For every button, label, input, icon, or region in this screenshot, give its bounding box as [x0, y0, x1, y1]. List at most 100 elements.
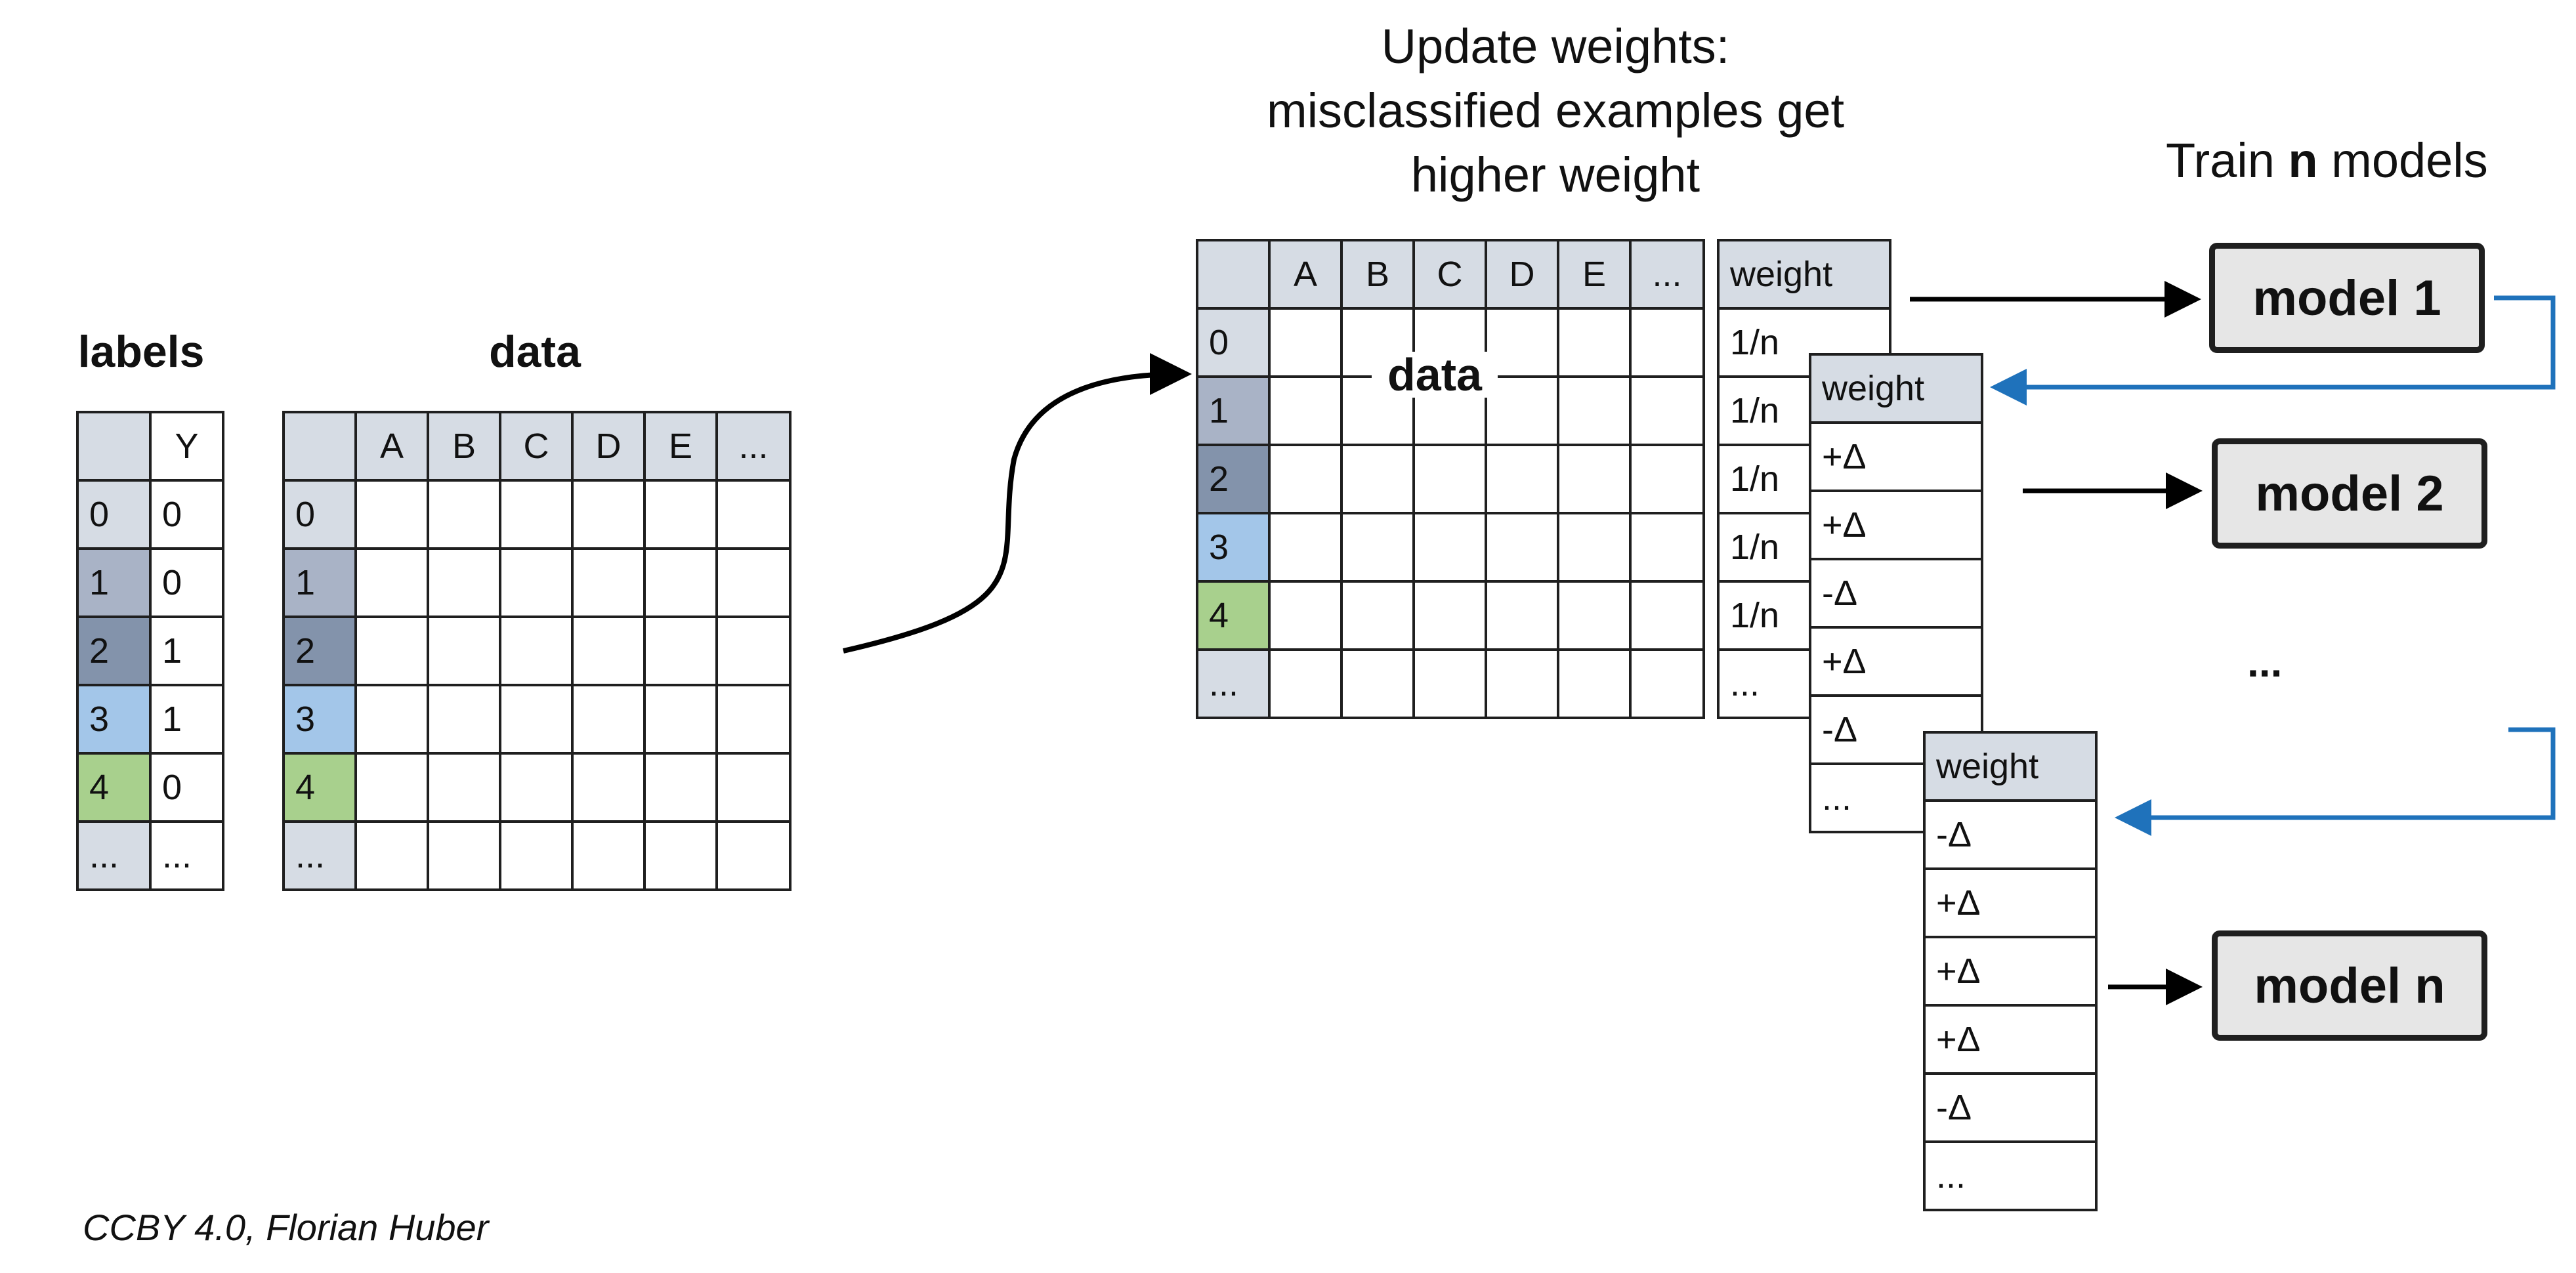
weighted-data-data-cell — [1557, 375, 1632, 446]
weighted-data-column-header: E — [1557, 239, 1632, 310]
model-1-box: model 1 — [2209, 243, 2485, 353]
labels-row: ...... — [76, 820, 224, 891]
labels-value-cell: 0 — [149, 752, 224, 823]
weighted-data-data-cell — [1629, 375, 1705, 446]
weight-3-value-cell: +Δ — [1923, 867, 2098, 938]
feedback-arrow-1 — [1990, 295, 2556, 406]
weighted-data-data-cell — [1340, 648, 1415, 719]
labels-value-cell: 0 — [149, 479, 224, 550]
weighted-data-data-cell — [1629, 512, 1705, 583]
data-table-data-cell — [643, 479, 718, 550]
data-table-index-cell: ... — [282, 820, 357, 891]
data-table-data-cell — [715, 479, 792, 550]
weight-3-row: +Δ — [1923, 1004, 2098, 1075]
labels-index-cell: 3 — [76, 684, 152, 755]
weighted-data-data-cell — [1412, 580, 1487, 651]
weighted-data-data-cell — [1340, 580, 1415, 651]
weighted-data-column-header: C — [1412, 239, 1487, 310]
update-weights-title-line2: misclassified examples get — [1266, 83, 1845, 138]
weighted-data-row: 3 — [1196, 512, 1705, 583]
weighted-data-data-cell — [1268, 648, 1343, 719]
labels-value-cell: 1 — [149, 616, 224, 686]
data-table-data-cell — [643, 616, 718, 686]
data-table-index-cell: 3 — [282, 684, 357, 755]
data-table-data-cell — [715, 820, 792, 891]
labels-index-cell: 0 — [76, 479, 152, 550]
data-table-data-cell — [715, 616, 792, 686]
weighted-data-data-cell — [1557, 580, 1632, 651]
weight-2-value-cell: +Δ — [1809, 421, 1983, 492]
data-overlay-label: data — [1372, 352, 1498, 398]
weighted-data-data-cell — [1412, 444, 1487, 514]
weighted-data-corner-cell — [1196, 239, 1271, 310]
labels-value-cell: ... — [149, 820, 224, 891]
labels-index-cell: 4 — [76, 752, 152, 823]
weighted-data-data-cell — [1485, 444, 1559, 514]
update-weights-title: Update weights: misclassified examples g… — [1168, 14, 1943, 207]
models-ellipsis: ... — [2247, 638, 2283, 686]
labels-index-cell: ... — [76, 820, 152, 891]
data-table-data-cell — [354, 752, 429, 823]
weight-2-value-cell: +Δ — [1809, 626, 1983, 697]
curved-arrow — [843, 353, 1192, 654]
data-table-data-cell — [499, 684, 574, 755]
data-table-data-cell — [715, 547, 792, 618]
weighted-data-index-cell: 0 — [1196, 307, 1271, 378]
weighted-data-index-cell: 4 — [1196, 580, 1271, 651]
model-n-box: model n — [2212, 930, 2487, 1041]
weighted-data-row: 2 — [1196, 444, 1705, 514]
weighted-data-data-cell — [1340, 512, 1415, 583]
update-weights-title-line1: Update weights: — [1381, 19, 1730, 73]
data-table-data-cell — [354, 820, 429, 891]
weight-2-value-cell: +Δ — [1809, 490, 1983, 560]
weight-table-2: weight+Δ+Δ-Δ+Δ-Δ... — [1809, 353, 1983, 833]
weight-3-value-cell: -Δ — [1923, 1072, 2098, 1143]
data-table-data-cell — [427, 752, 501, 823]
data-table-data-cell — [571, 684, 646, 755]
weight-2-row: +Δ — [1809, 421, 1983, 492]
weighted-data-data-cell — [1629, 444, 1705, 514]
weighted-data-data-cell — [1340, 444, 1415, 514]
weighted-data-data-cell — [1557, 512, 1632, 583]
weighted-data-data-cell — [1268, 307, 1343, 378]
data-table-row: 4 — [282, 752, 792, 823]
weighted-data-row: 4 — [1196, 580, 1705, 651]
data-table-column-header: B — [427, 411, 501, 482]
data-table-column-header: C — [499, 411, 574, 482]
weighted-data-data-cell — [1268, 444, 1343, 514]
data-table-row: 0 — [282, 479, 792, 550]
train-n: n — [2288, 133, 2318, 188]
data-table-data-cell — [427, 820, 501, 891]
weight-3-row: ... — [1923, 1140, 2098, 1211]
data-table-data-cell — [499, 479, 574, 550]
data-table-data-cell — [571, 479, 646, 550]
labels-column-header: Y — [149, 411, 224, 482]
weight-3-value-cell: +Δ — [1923, 936, 2098, 1007]
weighted-data-data-cell — [1629, 307, 1705, 378]
labels-value-cell: 1 — [149, 684, 224, 755]
data-table-data-cell — [499, 820, 574, 891]
weight-3-row: -Δ — [1923, 1072, 2098, 1143]
weighted-data-index-cell: 2 — [1196, 444, 1271, 514]
weighted-data-column-header: D — [1485, 239, 1559, 310]
feedback-arrow-2 — [2115, 727, 2556, 836]
weighted-data-index-cell: 3 — [1196, 512, 1271, 583]
data-table-data-cell — [571, 752, 646, 823]
weight-3-header-cell: weight — [1923, 731, 2098, 802]
weight-1-header-row: weight — [1717, 239, 1891, 310]
weighted-data-data-cell — [1412, 648, 1487, 719]
weight-3-header-row: weight — [1923, 731, 2098, 802]
weighted-data-row: ... — [1196, 648, 1705, 719]
data-table-data-cell — [427, 547, 501, 618]
labels-index-cell: 2 — [76, 616, 152, 686]
weight-2-row: -Δ — [1809, 558, 1983, 629]
weighted-data-data-cell — [1485, 648, 1559, 719]
weighted-data-data-cell — [1340, 375, 1415, 446]
weighted-data-data-cell — [1268, 512, 1343, 583]
